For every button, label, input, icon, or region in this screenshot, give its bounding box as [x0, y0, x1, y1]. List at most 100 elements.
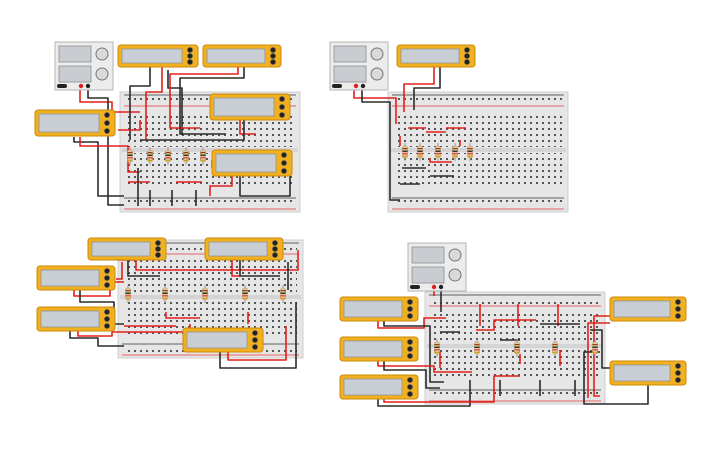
meter-terminal-icon [252, 337, 258, 343]
wire-black [383, 321, 444, 383]
meter-terminal-icon [104, 268, 110, 274]
wire-red [593, 315, 610, 397]
wire-black [140, 120, 245, 141]
wire-red [145, 67, 163, 140]
resistor [242, 285, 248, 303]
meter-terminal-icon [675, 377, 681, 383]
resistor [402, 143, 408, 161]
meter-terminal-icon [104, 323, 110, 329]
meter-terminal-icon [272, 246, 278, 252]
multimeter [204, 237, 284, 261]
meter-display [213, 97, 275, 117]
wire-red [353, 88, 397, 124]
meter-terminal-icon [407, 306, 413, 312]
wire-red [429, 158, 452, 163]
resistor [125, 285, 131, 303]
meter-terminal-icon [155, 252, 161, 258]
power-supply [407, 242, 467, 292]
switch-icon [410, 285, 420, 289]
power-supply [54, 41, 114, 91]
wire-red [165, 312, 200, 319]
terminal-negative-icon [85, 83, 91, 89]
terminal-positive-icon [78, 83, 84, 89]
knob-icon [448, 268, 462, 282]
wire-red [231, 260, 240, 277]
meter-terminal-icon [407, 313, 413, 319]
terminal-positive-icon [353, 83, 359, 89]
psu-display [58, 45, 92, 63]
multimeter [117, 44, 199, 68]
meter-terminal-icon [407, 353, 413, 359]
multimeter [609, 360, 687, 386]
meter-terminal-icon [252, 344, 258, 350]
resistor [417, 143, 423, 161]
wire-black [179, 67, 245, 135]
resistor [127, 147, 133, 165]
meter-terminal-icon [104, 128, 110, 134]
wire-black [87, 88, 124, 206]
wire-red [79, 88, 140, 113]
meter-terminal-icon [270, 47, 276, 53]
meter-terminal-icon [281, 160, 287, 166]
meter-terminal-icon [104, 282, 110, 288]
resistor [183, 147, 189, 165]
wire-red [118, 120, 141, 131]
resistor [162, 285, 168, 303]
resistor [514, 339, 520, 357]
multimeter [396, 44, 476, 68]
meter-terminal-icon [407, 391, 413, 397]
resistor [200, 147, 206, 165]
resistor [452, 143, 458, 161]
multimeter [609, 296, 687, 322]
meter-terminal-icon [104, 112, 110, 118]
terminal-negative-icon [360, 83, 366, 89]
wire-black [383, 361, 440, 389]
meter-terminal-icon [187, 53, 193, 59]
meter-terminal-icon [272, 240, 278, 246]
multimeter [36, 265, 116, 291]
wire-black [239, 260, 280, 277]
resistor [434, 339, 440, 357]
meter-terminal-icon [675, 363, 681, 369]
meter-display [215, 153, 277, 173]
wire-black [361, 88, 400, 201]
resistor [147, 147, 153, 165]
wire-black [377, 380, 471, 407]
knob-icon [95, 67, 109, 81]
meter-terminal-icon [104, 275, 110, 281]
wire-red [587, 322, 610, 398]
wire-black [79, 290, 124, 325]
breadboard [387, 91, 569, 213]
meter-display [91, 241, 151, 257]
meter-terminal-icon [104, 309, 110, 315]
wire-black [73, 137, 124, 197]
wire-red [116, 262, 123, 280]
resistor [435, 143, 441, 161]
resistor [165, 147, 171, 165]
meter-display [40, 269, 100, 287]
meter-terminal-icon [270, 59, 276, 65]
meter-terminal-icon [407, 384, 413, 390]
meter-terminal-icon [407, 377, 413, 383]
meter-display [613, 300, 671, 318]
meter-terminal-icon [187, 47, 193, 53]
multimeter [209, 93, 291, 121]
wire-black [129, 67, 151, 140]
wire-red [79, 137, 140, 173]
meter-terminal-icon [187, 59, 193, 65]
wire-red [403, 67, 435, 112]
knob-icon [448, 248, 462, 262]
multimeter [211, 149, 293, 177]
wire-red [227, 326, 287, 361]
meter-display [343, 340, 403, 358]
meter-terminal-icon [464, 59, 470, 65]
psu-display [333, 45, 367, 63]
meter-display [121, 48, 183, 64]
meter-terminal-icon [407, 346, 413, 352]
meter-display [206, 48, 266, 64]
meter-terminal-icon [104, 316, 110, 322]
meter-terminal-icon [252, 330, 258, 336]
meter-terminal-icon [270, 53, 276, 59]
meter-terminal-icon [104, 120, 110, 126]
